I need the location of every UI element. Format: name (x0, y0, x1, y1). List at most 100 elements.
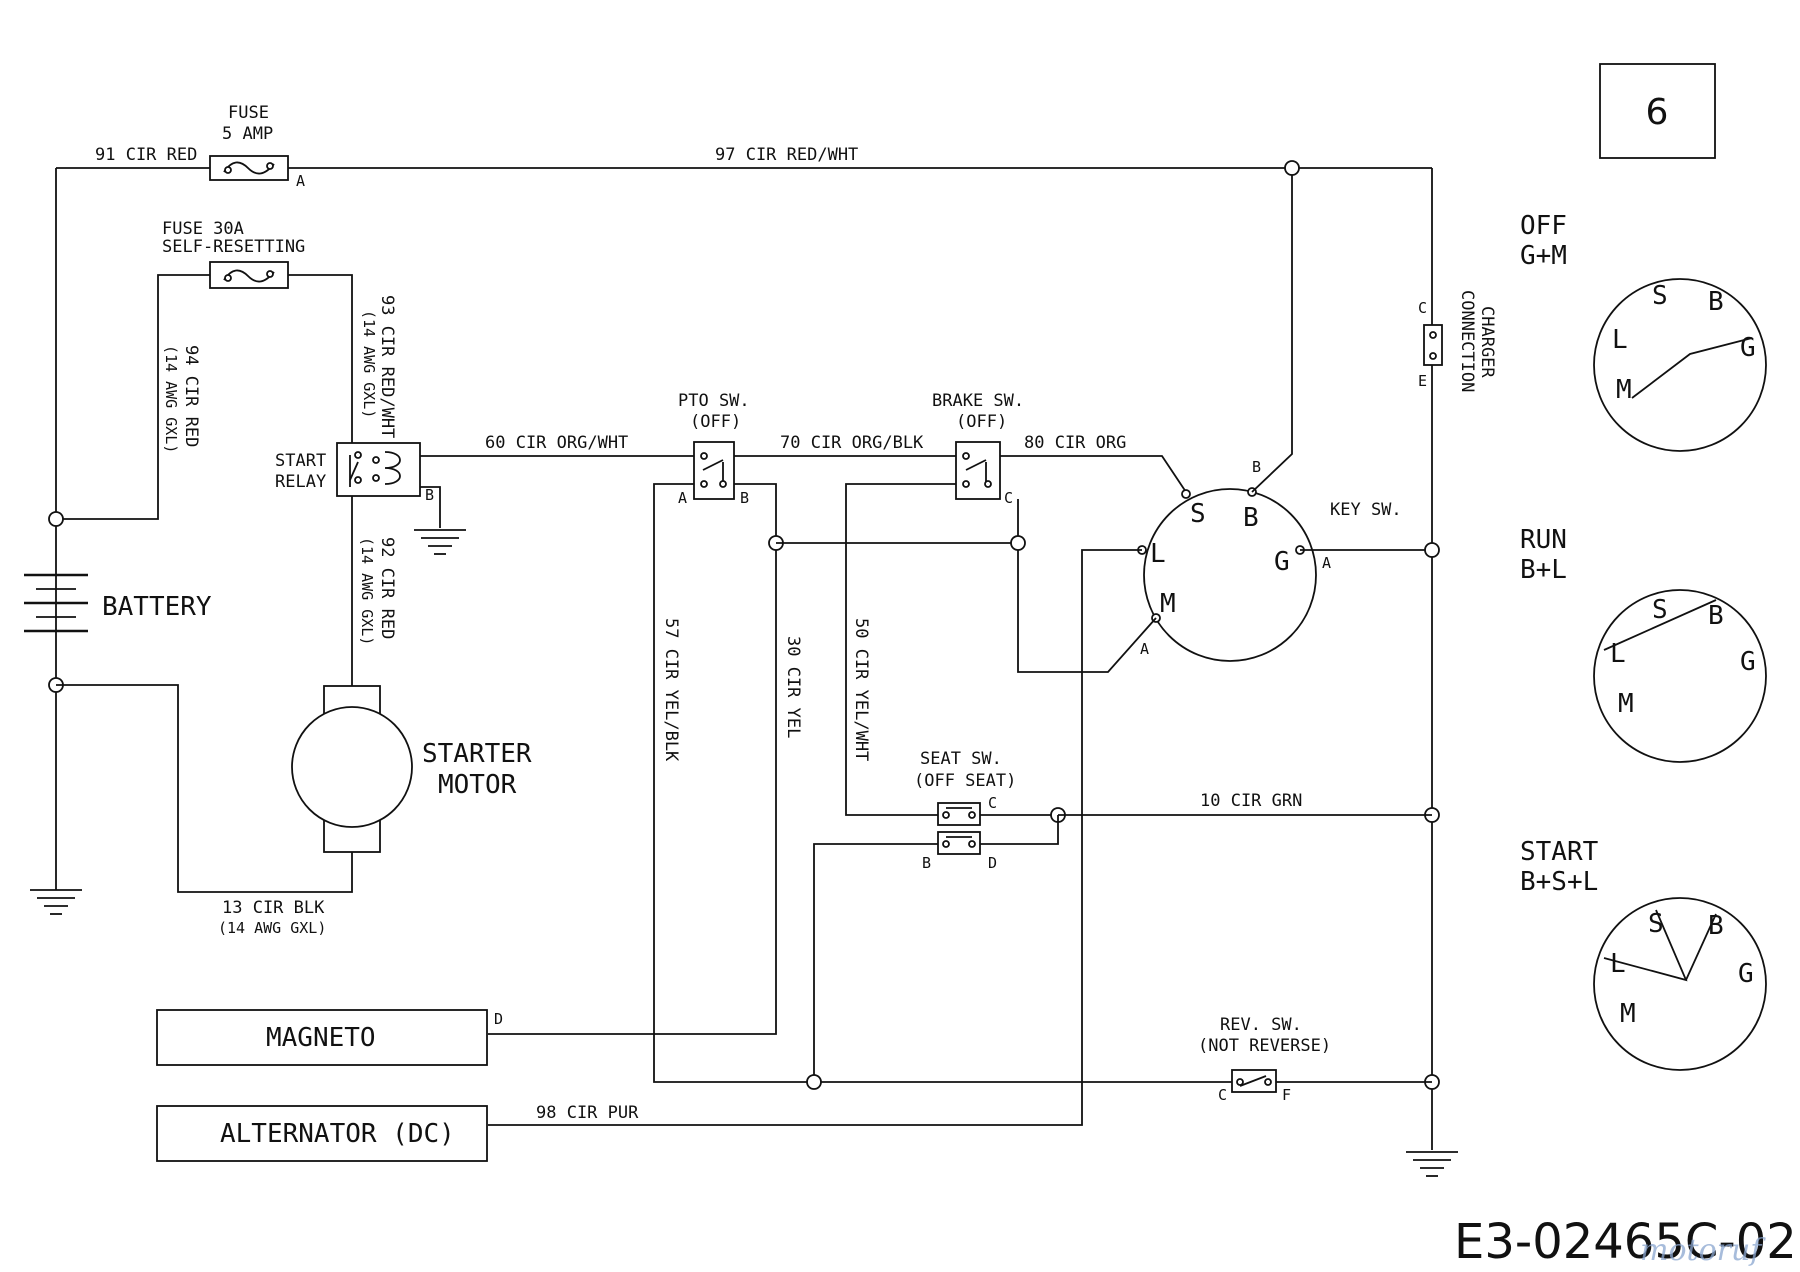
starter-motor-line1: STARTER (422, 739, 532, 769)
pto-switch-title: PTO SW. (678, 391, 750, 411)
wire-97-label: 97 CIR RED/WHT (715, 145, 858, 165)
ground-right (1406, 1151, 1458, 1177)
dial-off-b: B (1708, 287, 1724, 317)
wire-91-label: 91 CIR RED (95, 145, 197, 165)
brake-switch-state: (OFF) (956, 412, 1007, 432)
charger-line1: CHARGER (1477, 306, 1497, 378)
key-switch-ext-b: B (1252, 458, 1261, 476)
pto-switch-state: (OFF) (690, 412, 741, 432)
wire-94-gauge: (14 AWG GXL) (162, 345, 180, 453)
key-switch-title: KEY SW. (1330, 500, 1402, 520)
key-switch[interactable] (1143, 488, 1317, 662)
wire-13-label: 13 CIR BLK (222, 898, 325, 918)
seat-switch-term-c: C (988, 794, 997, 812)
dial-off-m: M (1616, 375, 1632, 405)
wire-57-label: 57 CIR YEL/BLK (661, 618, 681, 762)
dial-off-l: L (1612, 325, 1628, 355)
fuse-30a-sub: SELF-RESETTING (162, 237, 305, 257)
key-switch-g: G (1274, 547, 1290, 577)
charger-term-e: E (1418, 372, 1427, 390)
rev-switch-term-c: C (1218, 1086, 1227, 1104)
fuse-5a-terminal: A (296, 172, 305, 190)
wire-93-label: 93 CIR RED/WHT (377, 295, 397, 438)
charger-line2: CONNECTION (1457, 290, 1477, 392)
key-switch-s: S (1190, 499, 1206, 529)
wire-92-gauge: (14 AWG GXL) (358, 537, 376, 645)
sheet-number: 6 (1646, 92, 1669, 133)
ground-relay (414, 529, 466, 555)
magneto-box (156, 1009, 488, 1066)
dial-run-m: M (1618, 689, 1634, 719)
brake-switch[interactable] (955, 441, 1001, 500)
start-relay-terminal-b: B (425, 486, 434, 504)
junction-97 (1284, 160, 1300, 176)
fuse-5a-sub: 5 AMP (222, 124, 273, 144)
junction-right-key (1424, 542, 1440, 558)
dial-start-m: M (1620, 999, 1636, 1029)
alternator-label: ALTERNATOR (DC) (220, 1119, 455, 1149)
key-switch-ext-a2: A (1140, 640, 1149, 658)
dial-run-g: G (1740, 647, 1756, 677)
position-off-combo: G+M (1520, 241, 1567, 271)
ground-battery (30, 889, 82, 915)
position-start-title: START (1520, 837, 1599, 867)
seat-switch-state: (OFF SEAT) (914, 771, 1016, 791)
rev-switch-term-f: F (1282, 1086, 1291, 1104)
seat-switch-term-b: B (922, 854, 931, 872)
dial-start (1593, 897, 1767, 1071)
dial-off-g: G (1740, 333, 1756, 363)
key-switch-l: L (1150, 539, 1166, 569)
wire-80-label: 80 CIR ORG (1024, 433, 1126, 453)
junction-brake-c (1010, 535, 1026, 551)
dial-off-s: S (1652, 281, 1668, 311)
wire-98-label: 98 CIR PUR (536, 1103, 639, 1123)
sheet-number-box (1599, 63, 1716, 159)
seat-switch-title: SEAT SW. (920, 749, 1002, 769)
drawing-number: E3-02465C-02 (1454, 1214, 1797, 1270)
magneto-label: MAGNETO (266, 1023, 376, 1053)
dial-run (1593, 589, 1767, 763)
wire-30-label: 30 CIR YEL (783, 636, 803, 738)
alternator-box (156, 1105, 488, 1162)
start-relay-line1: START (275, 451, 326, 471)
junction-battery-top (48, 511, 64, 527)
watermark: motoruf (1640, 1233, 1766, 1268)
dial-start-l: L (1610, 949, 1626, 979)
charger-term-c: C (1418, 299, 1427, 317)
rev-switch-title: REV. SW. (1220, 1015, 1302, 1035)
fuse-30a (209, 261, 289, 289)
dial-off (1593, 278, 1767, 452)
wire-60-label: 60 CIR ORG/WHT (485, 433, 628, 453)
wire-10-label: 10 CIR GRN (1200, 791, 1302, 811)
charger-connector (1423, 324, 1443, 366)
fuse-30a-title: FUSE 30A (162, 219, 244, 239)
key-switch-ext-a: A (1322, 554, 1331, 572)
dial-start-g: G (1738, 959, 1754, 989)
starter-motor-line2: MOTOR (438, 770, 517, 800)
pto-switch[interactable] (693, 441, 735, 500)
wire-93-gauge: (14 AWG GXL) (360, 310, 378, 418)
magneto-terminal: D (494, 1010, 503, 1028)
start-relay-line2: RELAY (275, 472, 326, 492)
fuse-5a-title: FUSE (228, 103, 269, 123)
dial-start-b: B (1708, 911, 1724, 941)
rev-switch-state: (NOT REVERSE) (1198, 1036, 1331, 1056)
junction-seat-b (806, 1074, 822, 1090)
position-run-title: RUN (1520, 525, 1567, 555)
wire-94-label: 94 CIR RED (181, 345, 201, 447)
dial-run-b: B (1708, 601, 1724, 631)
wire-13-gauge: (14 AWG GXL) (218, 919, 326, 937)
dial-run-s: S (1652, 595, 1668, 625)
pto-switch-term-a: A (678, 489, 687, 507)
fuse-5a (209, 155, 289, 181)
wire-70-label: 70 CIR ORG/BLK (780, 433, 924, 453)
starter-motor (291, 685, 413, 853)
key-switch-b: B (1243, 503, 1259, 533)
brake-switch-title: BRAKE SW. (932, 391, 1024, 411)
battery-label: BATTERY (102, 592, 212, 622)
wire-50-label: 50 CIR YEL/WHT (851, 618, 871, 761)
position-start-combo: B+S+L (1520, 867, 1598, 897)
brake-switch-term-c: C (1004, 489, 1013, 507)
battery-symbol (24, 573, 88, 633)
